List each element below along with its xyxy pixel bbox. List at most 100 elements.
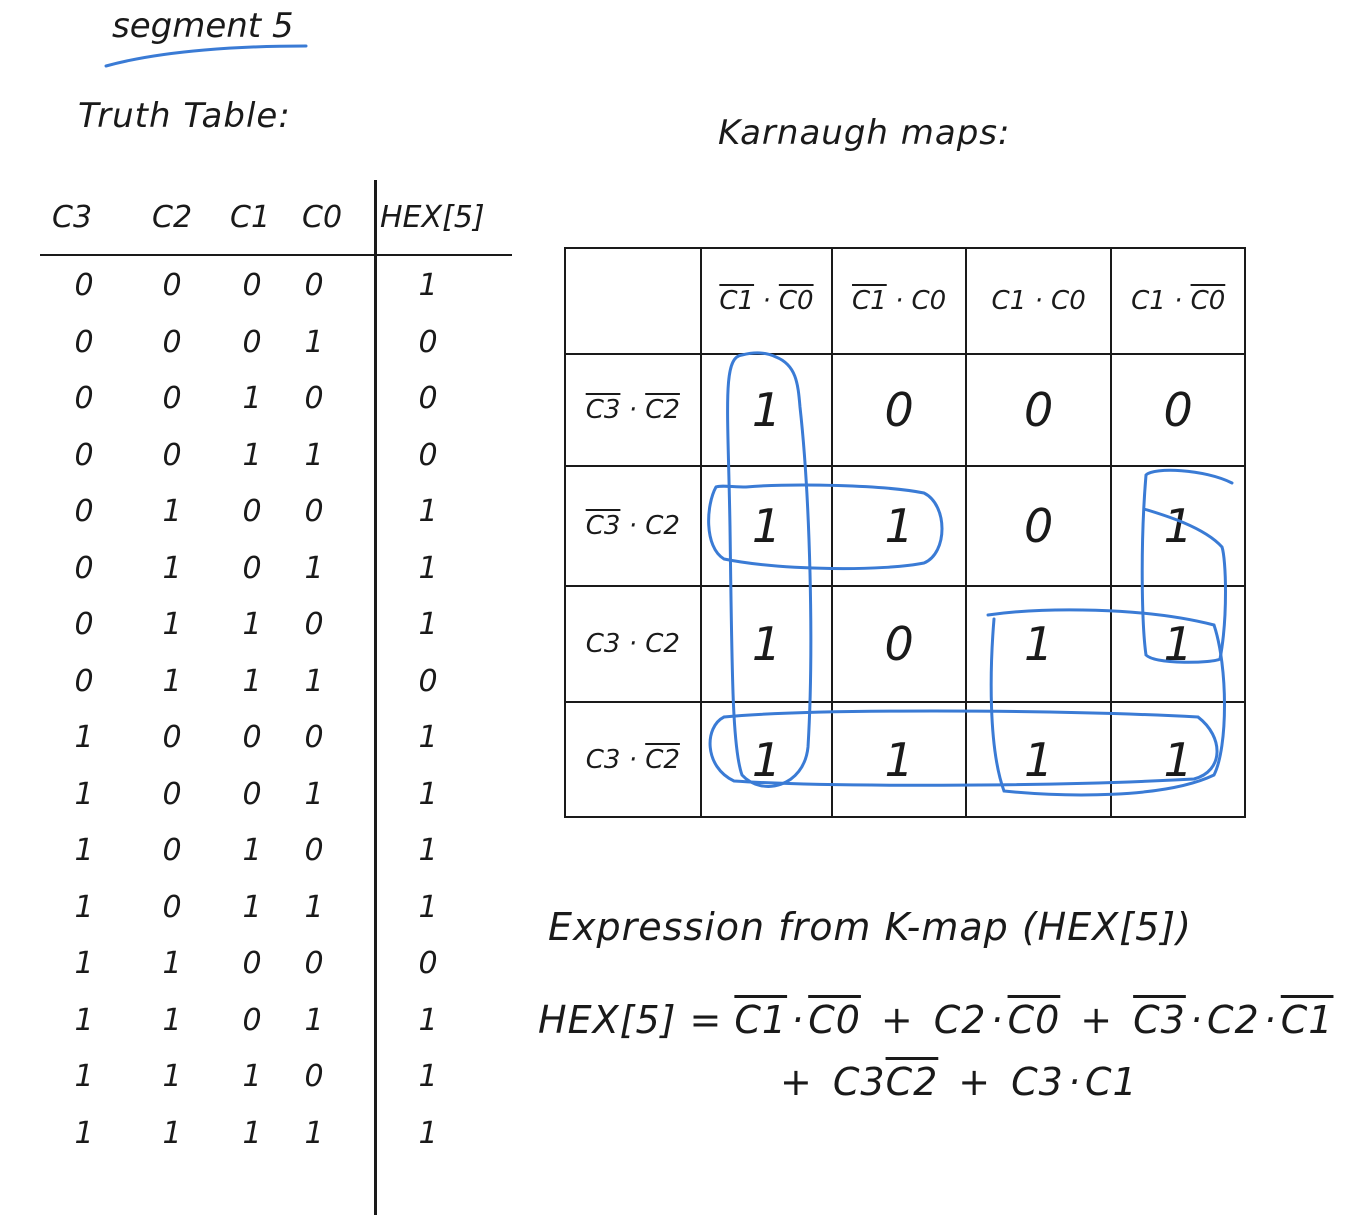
truth-table-input-cell: 1	[74, 1002, 94, 1038]
truth-table-output-cell: 1	[418, 833, 438, 868]
truth-table-input-cell: 1	[162, 1059, 182, 1094]
title-underline	[104, 44, 308, 68]
truth-table-input-cell: 1	[162, 494, 182, 529]
kmap-corner-cell	[564, 247, 702, 355]
plus-operator: +	[958, 1060, 992, 1104]
truth-table-input-cell: 0	[304, 381, 324, 416]
truth-table-input-cell: 1	[304, 889, 324, 925]
truth-table-input-cell: 0	[242, 550, 262, 586]
truth-table-output-cell: 1	[418, 607, 438, 642]
kmap-cell: 1	[699, 353, 834, 467]
truth-table-input-cell: 0	[74, 268, 94, 303]
truth-table-row: 1 0 1 1 1	[40, 890, 520, 946]
expression-lhs: HEX[5] =	[538, 998, 723, 1042]
truth-table-output-cell: 0	[418, 946, 438, 981]
truth-table-input-cell: 0	[304, 1059, 324, 1094]
truth-table-header-c1: C1	[230, 200, 271, 235]
truth-table-input-cell: 0	[304, 833, 324, 868]
expression-term: C2·C0	[933, 998, 1061, 1042]
kmap-cell: 1	[1110, 701, 1246, 818]
truth-table-output-cell: 1	[418, 1059, 438, 1094]
truth-table-output-cell: 1	[418, 550, 438, 586]
truth-table-input-cell: 0	[74, 663, 94, 699]
truth-table-input-cell: 0	[74, 550, 94, 586]
truth-table-input-cell: 1	[162, 550, 182, 586]
expression-term: C1·C0	[734, 998, 861, 1042]
kmap-cell: 1	[1110, 585, 1246, 703]
truth-table-output-cell: 1	[418, 889, 438, 925]
kmap-title: Karnaugh maps:	[718, 113, 1011, 153]
truth-table-input-cell: 0	[162, 833, 182, 868]
truth-table-input-cell: 0	[242, 324, 262, 360]
kmap-cell: 1	[1110, 465, 1246, 587]
kmap-column-header: C1 · C0	[964, 247, 1113, 355]
truth-table-input-cell: 1	[162, 946, 182, 981]
truth-table-input-cell: 0	[74, 437, 94, 473]
kmap-row-header: C3 · C2	[564, 701, 702, 818]
truth-table-input-cell: 0	[162, 889, 182, 925]
kmap-cell: 1	[964, 701, 1113, 818]
truth-table-output-cell: 1	[418, 1002, 438, 1038]
truth-table-input-cell: 1	[304, 1115, 324, 1151]
truth-table-input-cell: 1	[304, 324, 324, 360]
page-title: segment 5	[112, 6, 294, 46]
kmap-cell: 1	[699, 585, 834, 703]
truth-table-input-cell: 1	[304, 1002, 324, 1038]
truth-table-input-cell: 0	[242, 268, 262, 303]
truth-table-input-cell: 0	[74, 494, 94, 529]
truth-table-input-cell: 1	[242, 663, 262, 699]
truth-table-input-cell: 1	[74, 1059, 94, 1094]
kmap-cell: 0	[831, 353, 967, 467]
truth-table-output-cell: 0	[418, 381, 438, 416]
plus-operator: +	[880, 998, 914, 1042]
truth-table-input-cell: 1	[74, 889, 94, 925]
truth-table-input-cell: 0	[304, 607, 324, 642]
truth-table-input-cell: 1	[304, 550, 324, 586]
truth-table-input-cell: 0	[74, 324, 94, 360]
kmap-cell: 0	[831, 585, 967, 703]
truth-table-input-cell: 1	[242, 381, 262, 416]
truth-table-input-cell: 1	[74, 946, 94, 981]
truth-table-input-cell: 0	[242, 776, 262, 812]
truth-table-input-cell: 1	[242, 1115, 262, 1151]
truth-table-input-cell: 1	[74, 1115, 94, 1151]
truth-table-input-cell: 0	[162, 437, 182, 473]
truth-table-output-cell: 1	[418, 268, 438, 303]
truth-table-input-cell: 0	[162, 776, 182, 812]
truth-table-input-cell: 1	[304, 776, 324, 812]
kmap-cell: 1	[699, 465, 834, 587]
kmap-cell: 0	[964, 353, 1113, 467]
truth-table-input-cell: 0	[304, 720, 324, 755]
kmap-cell: 0	[964, 465, 1113, 587]
truth-table-header-c2: C2	[152, 200, 193, 235]
truth-table-input-cell: 0	[74, 607, 94, 642]
kmap-column-header: C1 · C0	[1110, 247, 1246, 355]
truth-table-input-cell: 1	[162, 607, 182, 642]
truth-table-header-c3: C3	[52, 200, 93, 235]
truth-table-input-cell: 1	[242, 833, 262, 868]
kmap-cell: 0	[1110, 353, 1246, 467]
kmap-cell: 1	[699, 701, 834, 818]
truth-table-input-cell: 0	[304, 946, 324, 981]
truth-table-output-cell: 0	[418, 437, 438, 473]
truth-table-header-hex5: HEX[5]	[380, 200, 485, 235]
expression-term: C3·C1	[1011, 1060, 1138, 1104]
kmap-cell: 1	[831, 465, 967, 587]
truth-table-output-cell: 1	[418, 494, 438, 529]
truth-table-output-cell: 1	[418, 776, 438, 812]
truth-table-input-cell: 1	[242, 889, 262, 925]
truth-table-output-divider	[374, 180, 377, 1215]
truth-table-input-cell: 0	[162, 324, 182, 360]
